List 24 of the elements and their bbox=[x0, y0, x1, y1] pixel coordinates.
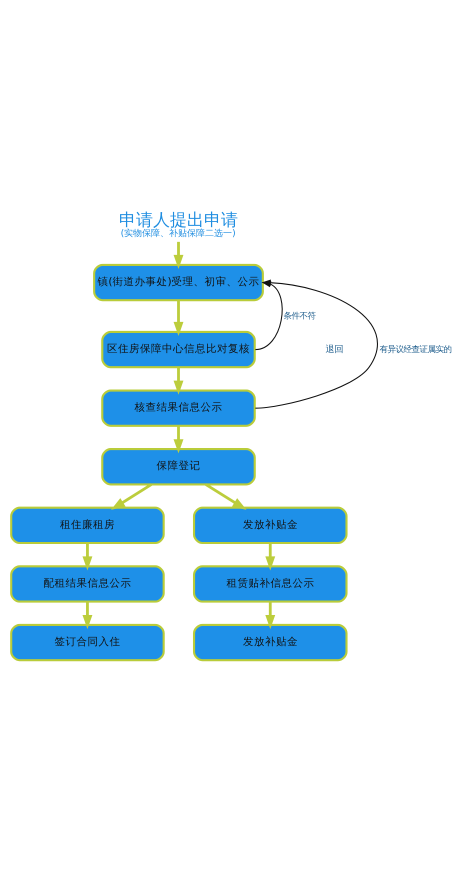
node-box: 保障登记 bbox=[101, 448, 256, 486]
node-box: 配租结果信息公示 bbox=[10, 565, 165, 603]
node-box: 发放补贴金 bbox=[192, 506, 348, 544]
arrow bbox=[174, 300, 184, 336]
arrow bbox=[265, 543, 276, 571]
node-box: 区住房保障中心信息比对复核 bbox=[101, 330, 256, 368]
arrow bbox=[110, 483, 152, 510]
node-box: 租赁贴补信息公示 bbox=[192, 565, 348, 603]
node-box: 租住廉租房 bbox=[10, 506, 165, 544]
arrow bbox=[82, 543, 92, 571]
edge-label: 条件不符 bbox=[284, 310, 316, 320]
arrow bbox=[174, 426, 184, 454]
arrow bbox=[82, 602, 92, 630]
edge-label: 有异议经查证属实的 bbox=[379, 344, 452, 354]
label: 退回 bbox=[326, 344, 344, 355]
node-box: 发放补贴金 bbox=[192, 624, 348, 662]
node-text: 申请人提出申请 (实物保障、补贴保障二选一) bbox=[118, 209, 238, 240]
node-box: 签订合同入住 bbox=[10, 624, 165, 662]
arrow bbox=[174, 242, 184, 269]
node-box: 核查结果信息公示 bbox=[101, 389, 256, 427]
arrow bbox=[174, 367, 184, 395]
node-box: 镇(街道办事处)受理、初审、公示 bbox=[93, 264, 264, 302]
arrow bbox=[205, 483, 247, 510]
arrow bbox=[265, 602, 276, 630]
